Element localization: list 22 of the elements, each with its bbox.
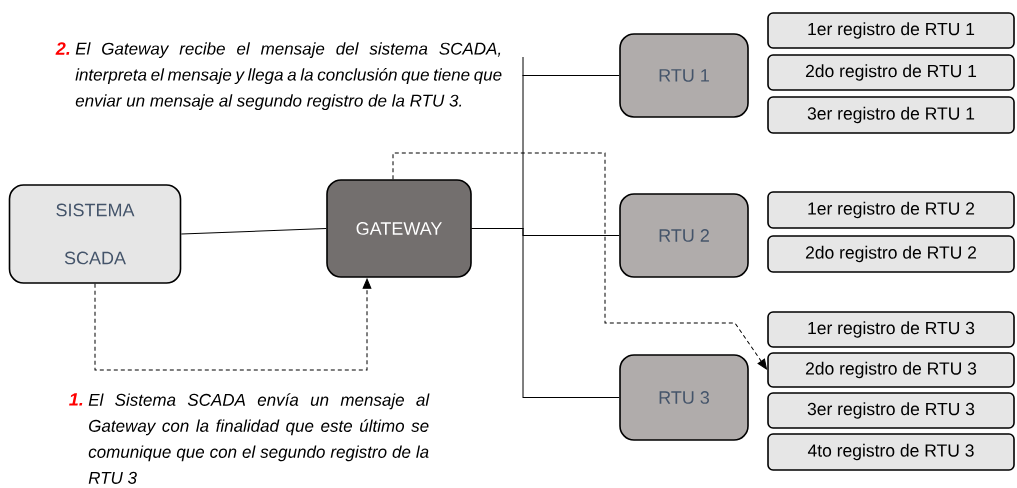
register-box: 1er registro de RTU 3 (767, 311, 1015, 348)
system-box: SISTEMA SCADA (8, 184, 182, 284)
connector (471, 228, 620, 398)
annotation-text: El Gateway recibe el mensaje del sistema SCADA, interpreta el mensaje y llega a la conclusión que tiene que enviar un mensaje al segundo registro de la RTU 3. (75, 42, 502, 111)
rtu-box: RTU 1 (619, 33, 749, 118)
register-box: 4to registro de RTU 3 (767, 433, 1015, 471)
register-box: 2do registro de RTU 1 (767, 54, 1015, 91)
step-number: 2. (55, 42, 70, 55)
connector (94, 278, 372, 371)
register-box: 1er registro de RTU 1 (767, 12, 1015, 49)
gateway-box: GATEWAY (326, 179, 472, 278)
connector (180, 228, 327, 235)
connector (392, 152, 767, 370)
rtu-box: RTU 2 (619, 193, 749, 278)
rtu-box: RTU 3 (619, 354, 749, 441)
register-box: 3er registro de RTU 1 (767, 96, 1015, 134)
register-box: 3er registro de RTU 3 (767, 392, 1015, 429)
step-number: 1. (69, 393, 83, 406)
register-box: 2do registro de RTU 3 (767, 352, 1015, 388)
register-box: 1er registro de RTU 2 (767, 191, 1015, 229)
annotation-text: El Sistema SCADA envía un mensaje al Gateway con la finalidad que este último se comunique que con el segundo registro de la RTU 3 (88, 393, 430, 484)
register-box: 2do registro de RTU 2 (767, 235, 1015, 273)
